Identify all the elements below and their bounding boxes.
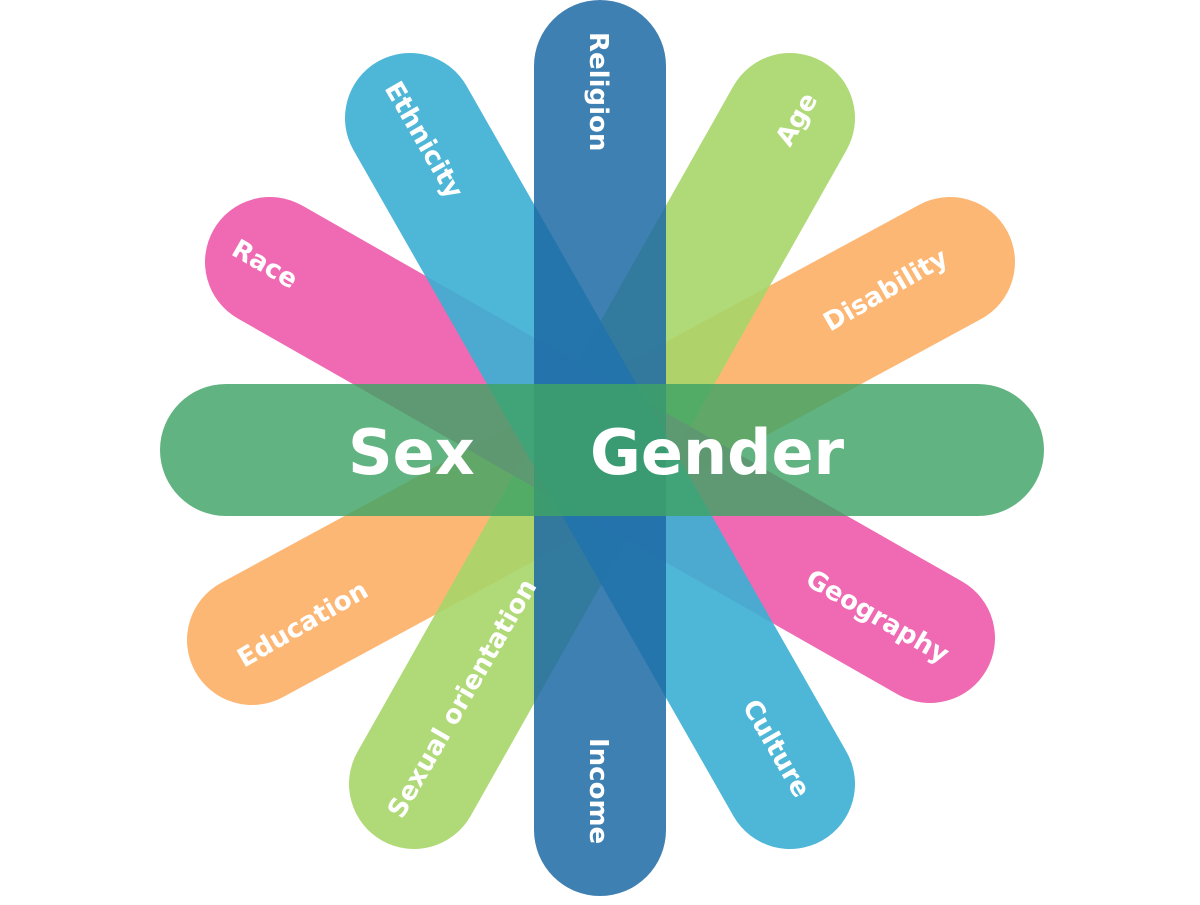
label-religion: Religion	[583, 32, 613, 151]
label-income: Income	[583, 738, 613, 844]
label-gender: Gender	[590, 416, 845, 489]
label-sex: Sex	[348, 416, 475, 489]
